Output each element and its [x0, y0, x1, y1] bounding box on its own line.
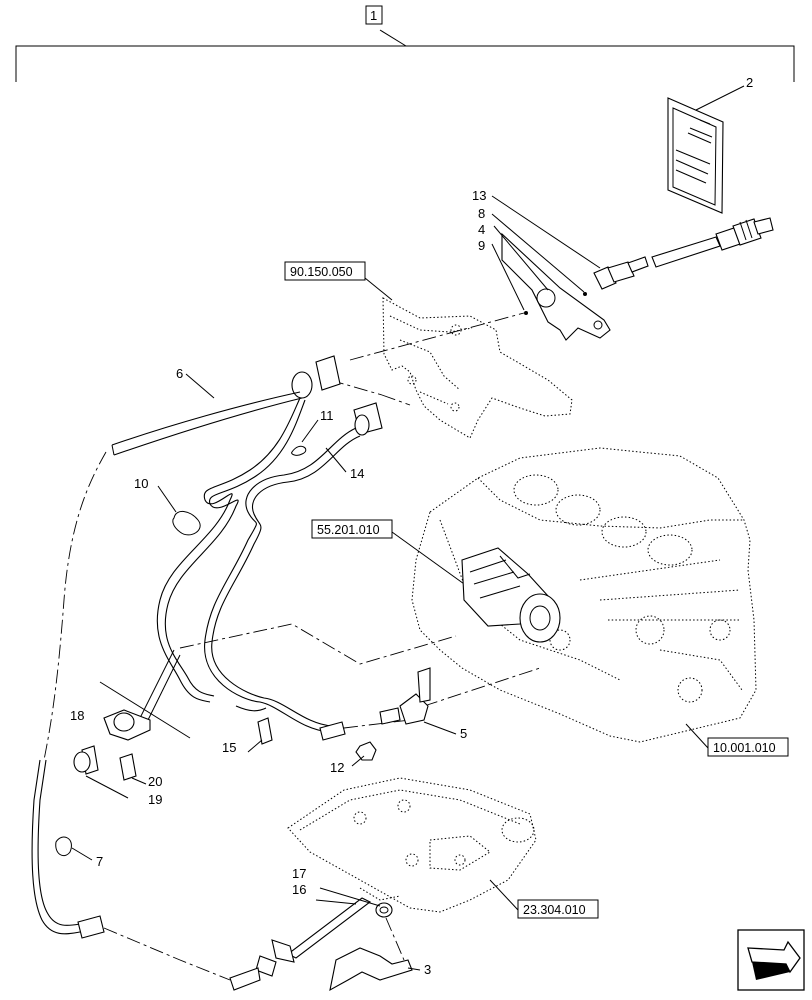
callout-17[interactable]: 17	[292, 866, 306, 881]
callout-3-label: 3	[424, 962, 431, 977]
hose-assembly	[111, 355, 341, 456]
callout-16[interactable]: 16	[292, 882, 306, 897]
oil-pan	[287, 777, 537, 913]
manual-booklet	[667, 85, 745, 214]
callout-3[interactable]: 3	[424, 962, 431, 977]
callout-19[interactable]: 19	[148, 792, 162, 807]
callout-7[interactable]: 7	[96, 854, 103, 869]
ref-box-23-304-010[interactable]: 23.304.010	[489, 879, 599, 919]
callout-4[interactable]: 4	[478, 222, 485, 237]
ref-box-10-001-010[interactable]: 10.001.010	[685, 723, 789, 757]
nut-12	[351, 741, 377, 767]
callout-1[interactable]: 1	[365, 5, 383, 25]
callout-4-label: 4	[478, 222, 485, 237]
ref-box-55-201-010[interactable]: 55.201.010	[311, 519, 479, 595]
callout-12[interactable]: 12	[330, 760, 344, 775]
ref-23-304-010-label: 23.304.010	[523, 903, 586, 917]
mounting-plate	[491, 213, 611, 341]
callout-6-label: 6	[176, 366, 183, 381]
callout-7-label: 7	[96, 854, 103, 869]
callout-14-label: 14	[350, 466, 364, 481]
bolt-15	[247, 717, 273, 753]
callout-9-label: 9	[478, 238, 485, 253]
callout-11-label: 11	[320, 408, 334, 423]
sensor-cable	[491, 195, 774, 290]
ref-box-90-150-050[interactable]: 90.150.050	[284, 261, 393, 301]
callout-20-label: 20	[148, 774, 162, 789]
assembly-bracket	[15, 29, 795, 82]
ref-90-150-050-label: 90.150.050	[290, 265, 353, 279]
engine-block	[411, 447, 757, 743]
ref-10-001-010-label: 10.001.010	[713, 741, 776, 755]
clamp-group	[73, 649, 191, 799]
dipstick	[229, 887, 393, 991]
ref-55-201-010-label: 55.201.010	[317, 523, 380, 537]
next-page-arrow-icon[interactable]	[737, 929, 805, 991]
starter-motor	[461, 547, 561, 643]
callout-9[interactable]: 9	[478, 238, 485, 253]
bracket-3	[329, 947, 421, 992]
callout-17-label: 17	[292, 866, 306, 881]
callout-11[interactable]: 11	[320, 408, 334, 423]
callout-5-label: 5	[460, 726, 467, 741]
callout-18-label: 18	[70, 708, 84, 723]
callout-10-label: 10	[134, 476, 148, 491]
callout-13-label: 13	[472, 188, 486, 203]
callout-1-label: 1	[370, 8, 377, 23]
callout-20[interactable]: 20	[148, 774, 162, 789]
clip-7	[55, 836, 93, 861]
connector-harness	[204, 402, 383, 733]
callout-5[interactable]: 5	[460, 726, 467, 741]
callout-16-label: 16	[292, 882, 306, 897]
callout-15[interactable]: 15	[222, 740, 236, 755]
callout-2[interactable]: 2	[746, 75, 753, 90]
sensor-5	[379, 667, 457, 735]
callout-14[interactable]: 14	[350, 466, 364, 481]
callout-6[interactable]: 6	[176, 366, 183, 381]
wire-harness	[156, 397, 346, 741]
callout-10[interactable]: 10	[134, 476, 148, 491]
left-tube	[31, 759, 105, 939]
callout-2-label: 2	[746, 75, 753, 90]
callout-12-label: 12	[330, 760, 344, 775]
dotted-bracket	[382, 297, 573, 439]
clip-11	[291, 419, 319, 456]
callout-13[interactable]: 13	[472, 188, 486, 203]
callout-15-label: 15	[222, 740, 236, 755]
callout-8[interactable]: 8	[478, 206, 485, 221]
callout-19-label: 19	[148, 792, 162, 807]
callout-18[interactable]: 18	[70, 708, 84, 723]
tie-loop	[157, 485, 201, 536]
callout-8-label: 8	[478, 206, 485, 221]
